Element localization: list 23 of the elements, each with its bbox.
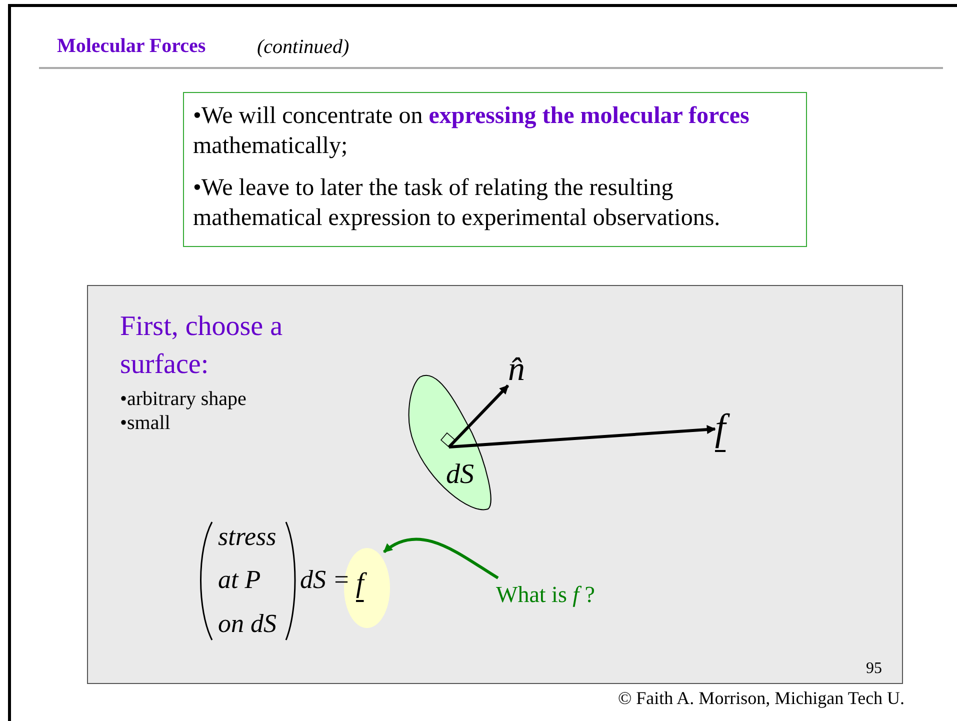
copyright-text: © Faith A. Morrison, Michigan Tech U. [618, 688, 905, 709]
vector-arrow [448, 425, 716, 448]
math-symbol: f [715, 402, 745, 454]
bullet-text: •We leave to later the task of relating the resulting mathematical expression to experimental observations. [193, 174, 722, 233]
bullet-text: •We will concentrate on expressing the molecular forces mathematically; [193, 102, 750, 161]
math-symbol: dS [446, 459, 474, 491]
subtitle: (continued) [257, 36, 350, 59]
surface-shape [408, 373, 493, 511]
bullet-text: •arbitrary shape [120, 387, 246, 411]
math-term: stress [218, 522, 276, 552]
vector-arrow [448, 384, 510, 448]
bullet-text: •small [120, 411, 170, 435]
math-term: dS = [300, 565, 350, 595]
math-term: at P [218, 565, 261, 595]
curved-arrow [383, 538, 499, 580]
slide-title: Molecular Forces [57, 35, 206, 58]
page-number: 95 [866, 660, 882, 678]
panel-background [87, 285, 903, 684]
text-box [183, 92, 807, 247]
math-symbol: n̂ [508, 348, 538, 392]
panel-heading: First, choose a surface: [120, 310, 284, 382]
annotation-text: What is f ? [496, 580, 646, 610]
math-term: on dS [218, 609, 276, 639]
